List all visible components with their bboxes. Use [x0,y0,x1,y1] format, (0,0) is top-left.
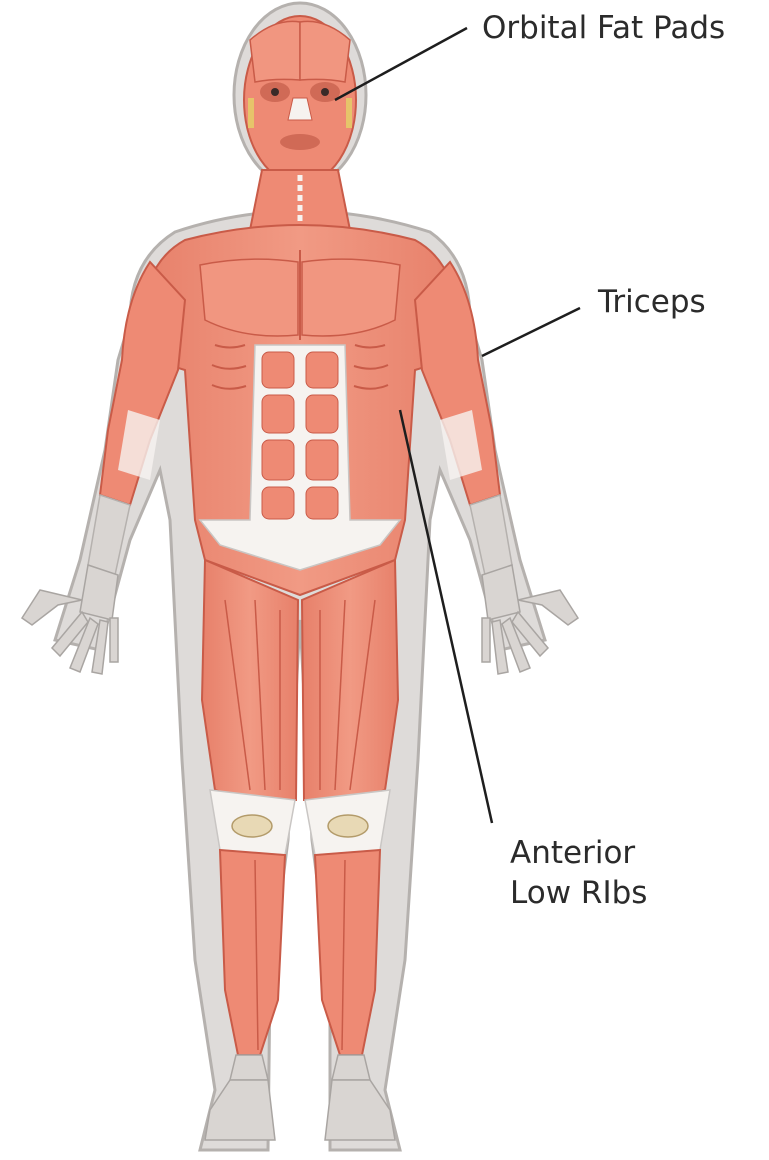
left-kneecap [232,815,272,837]
label-orbital-fat-pads: Orbital Fat Pads [482,8,725,48]
label-anterior-low-ribs: Anterior Low RIbs [510,833,647,913]
neck [250,170,350,230]
head [244,16,356,184]
label-triceps: Triceps [598,282,706,322]
label-anterior-low-ribs-line1: Anterior [510,833,647,873]
leader-line-triceps [482,308,580,356]
label-anterior-low-ribs-line2: Low RIbs [510,873,647,913]
right-kneecap [328,815,368,837]
